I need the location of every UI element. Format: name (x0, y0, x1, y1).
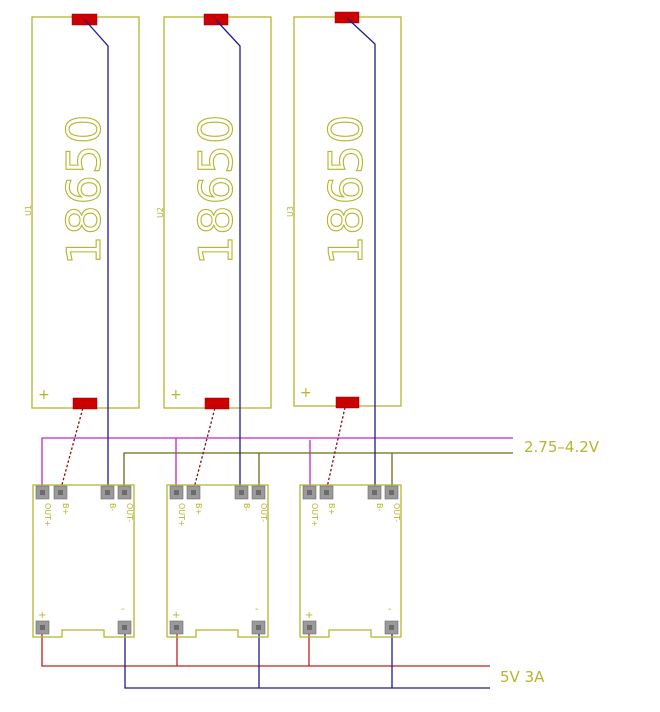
module-minus-mark: - (121, 604, 125, 615)
pad-hole (105, 490, 110, 495)
protection-module-3: OUT+ B+ B- OUT- + - (299, 484, 402, 638)
protection-module-1: OUT+ B+ B- OUT- + - (32, 484, 135, 638)
pin-label-out-plus: OUT+ (43, 503, 52, 527)
module-minus-mark: - (388, 604, 392, 615)
pin-label-b-plus: B+ (61, 503, 70, 515)
cell-negative-pad (203, 13, 229, 26)
cell-positive-link (59, 403, 85, 493)
pad-hole (324, 490, 329, 495)
cell-plus-mark: + (300, 385, 312, 401)
cell-plus-mark: + (170, 387, 182, 403)
battery-cell-u2: 18650 U2 + (156, 13, 272, 410)
cell-label: 18650 (189, 114, 243, 265)
cell-negative-pad (334, 11, 360, 24)
pin-label-b-minus: B- (108, 503, 117, 511)
module-outline (32, 484, 135, 638)
cell-negative-trace (84, 19, 109, 492)
cell-positive-links (59, 402, 347, 493)
pad-hole (239, 490, 244, 495)
pin-label-out-plus: OUT+ (310, 503, 319, 527)
pad-hole (122, 625, 127, 630)
cell-ref: U1 (24, 205, 33, 216)
pad-hole (389, 625, 394, 630)
pad-hole (40, 625, 45, 630)
module-minus-mark: - (255, 604, 259, 615)
module-outline (166, 484, 269, 638)
pad-hole (372, 490, 377, 495)
pad-hole (40, 490, 45, 495)
pad-hole (307, 625, 312, 630)
cell-ref: U3 (286, 206, 295, 217)
pin-label-out-minus: OUT- (392, 503, 401, 522)
module-plus-mark: + (172, 610, 180, 621)
module-plus-mark: + (38, 610, 46, 621)
cell-positive-pad (72, 397, 98, 410)
pad-hole (256, 490, 261, 495)
pin-label-out-plus: OUT+ (177, 503, 186, 527)
cell-negative-trace (346, 17, 376, 492)
bus-positive-trace (41, 437, 513, 492)
module-plus-mark: + (305, 610, 313, 621)
cell-positive-link (325, 402, 347, 493)
battery-bus-label: 2.75–4.2V (524, 438, 600, 456)
cell-negative-trace (215, 19, 241, 492)
cell-negative-traces (84, 17, 376, 492)
cell-positive-link (192, 403, 217, 493)
output-bus-label: 5V 3A (500, 668, 545, 686)
pin-label-out-minus: OUT- (259, 503, 268, 522)
pin-label-b-minus: B- (242, 503, 251, 511)
output-negative-trace (124, 628, 490, 689)
battery-cell-u3: 18650 U3 + (286, 11, 402, 409)
pad-hole (256, 625, 261, 630)
pin-label-b-plus: B+ (194, 503, 203, 515)
pin-label-b-plus: B+ (327, 503, 336, 515)
cell-label: 18650 (57, 114, 111, 265)
pin-label-b-minus: B- (375, 503, 384, 511)
cell-positive-pad (335, 396, 360, 409)
pad-hole (389, 490, 394, 495)
output-positive-trace (41, 628, 490, 667)
pad-hole (174, 625, 179, 630)
pad-hole (307, 490, 312, 495)
protection-module-2: OUT+ B+ B- OUT- + - (166, 484, 269, 638)
pad-hole (174, 490, 179, 495)
pad-hole (191, 490, 196, 495)
cell-positive-pad (204, 397, 230, 410)
output-bus-traces (41, 628, 490, 689)
bus-negative-trace (123, 452, 513, 492)
cell-negative-pad (71, 13, 98, 26)
pad-hole (58, 490, 63, 495)
battery-cell-u1: 18650 U1 + (24, 13, 140, 410)
cell-ref: U2 (156, 207, 165, 218)
cell-label: 18650 (319, 114, 373, 265)
pin-label-out-minus: OUT- (125, 503, 134, 522)
battery-bus-traces (41, 437, 513, 492)
module-outline (299, 484, 402, 638)
cell-plus-mark: + (38, 387, 50, 403)
pad-hole (122, 490, 127, 495)
